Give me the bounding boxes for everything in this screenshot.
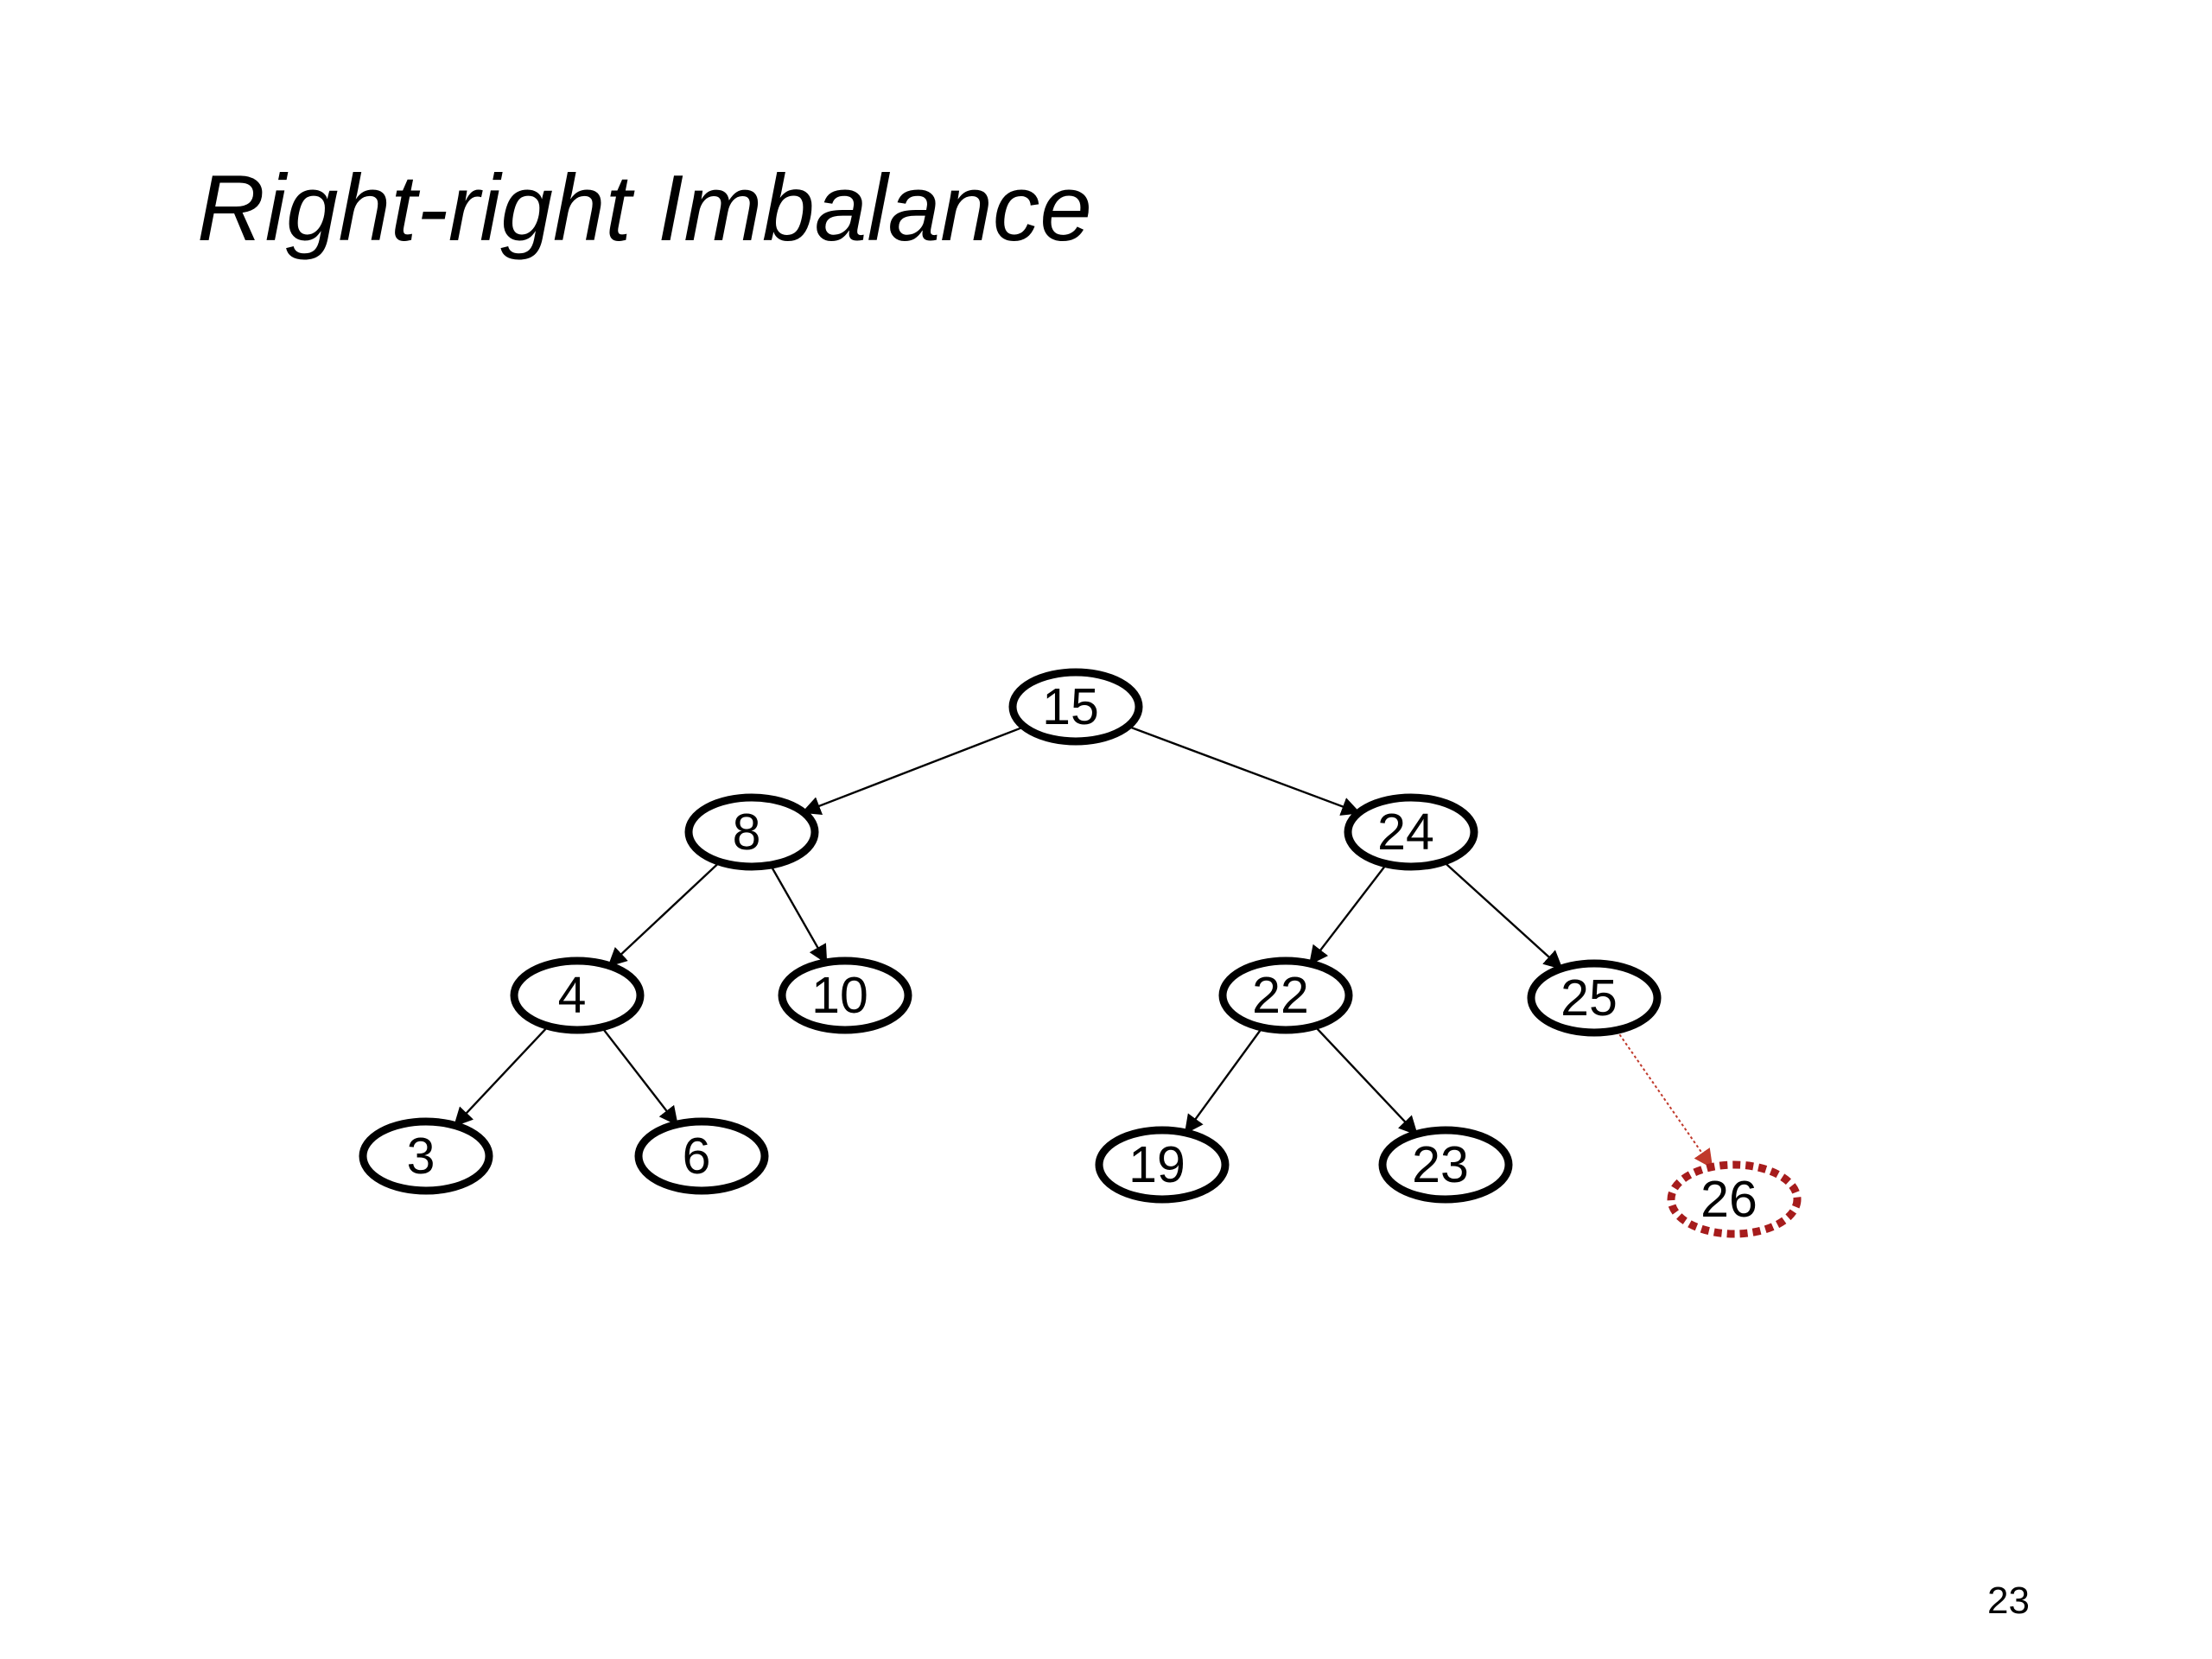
tree-node: 10 <box>778 957 912 1034</box>
tree-node: 4 <box>510 957 645 1034</box>
tree-edge-24-25 <box>1442 861 1563 970</box>
tree-edge-22-19 <box>1184 1027 1263 1135</box>
tree-edge-4-6 <box>601 1027 678 1126</box>
tree-edge-15-8 <box>801 725 1025 816</box>
tree-node-label: 8 <box>733 804 761 861</box>
tree-node-label: 24 <box>1377 804 1434 861</box>
tree-node-label: 25 <box>1560 969 1618 1027</box>
tree-node: 25 <box>1527 959 1662 1037</box>
tree-edge-4-3 <box>453 1025 550 1128</box>
tree-edge-24-22 <box>1308 863 1388 965</box>
tree-node-outline <box>684 793 819 871</box>
tree-node-inserted: 26 <box>1667 1160 1802 1238</box>
tree-node-label: 15 <box>1042 678 1099 735</box>
tree-edge-15-24 <box>1127 725 1361 816</box>
tree-node-label: 19 <box>1128 1136 1185 1193</box>
tree-edges <box>453 725 1713 1169</box>
tree-node: 6 <box>634 1117 769 1195</box>
tree-edge-8-10 <box>769 864 828 964</box>
tree-node-label: 6 <box>683 1128 711 1185</box>
tree-node: 23 <box>1378 1126 1513 1204</box>
tree-node: 3 <box>359 1117 493 1195</box>
tree-edge-25-26 <box>1616 1029 1713 1169</box>
tree-node-label: 22 <box>1252 967 1309 1024</box>
tree-node-outline <box>1095 1126 1230 1204</box>
tree-node-outline <box>634 1117 769 1195</box>
tree-node-outline <box>1008 668 1143 746</box>
tree-node-outline <box>1218 957 1353 1034</box>
slide-title: Right-right Imbalance <box>197 156 1092 261</box>
tree-node-outline <box>1344 793 1478 871</box>
tree-node-label: 4 <box>558 967 587 1024</box>
tree-node-outline <box>359 1117 493 1195</box>
tree-node: 15 <box>1008 668 1143 746</box>
tree-node-outline <box>510 957 645 1034</box>
page-number: 23 <box>1987 1580 2030 1622</box>
tree-node-label: 26 <box>1700 1171 1758 1228</box>
tree-node: 24 <box>1344 793 1478 871</box>
tree-node-outline <box>1667 1160 1802 1238</box>
tree-node-outline <box>1378 1126 1513 1204</box>
tree-edge-22-23 <box>1313 1025 1418 1136</box>
tree-node-label: 10 <box>811 967 868 1024</box>
tree-nodes: 15 8 24 4 10 22 25 3 6 19 23 26 <box>359 668 1802 1238</box>
tree-node: 22 <box>1218 957 1353 1034</box>
tree-node-label: 23 <box>1412 1136 1469 1193</box>
tree-node: 8 <box>684 793 819 871</box>
tree-node: 19 <box>1095 1126 1230 1204</box>
tree-node-label: 3 <box>407 1128 435 1185</box>
tree-node-outline <box>778 957 912 1034</box>
tree-node-outline <box>1527 959 1662 1037</box>
tree-edge-8-4 <box>607 861 721 967</box>
